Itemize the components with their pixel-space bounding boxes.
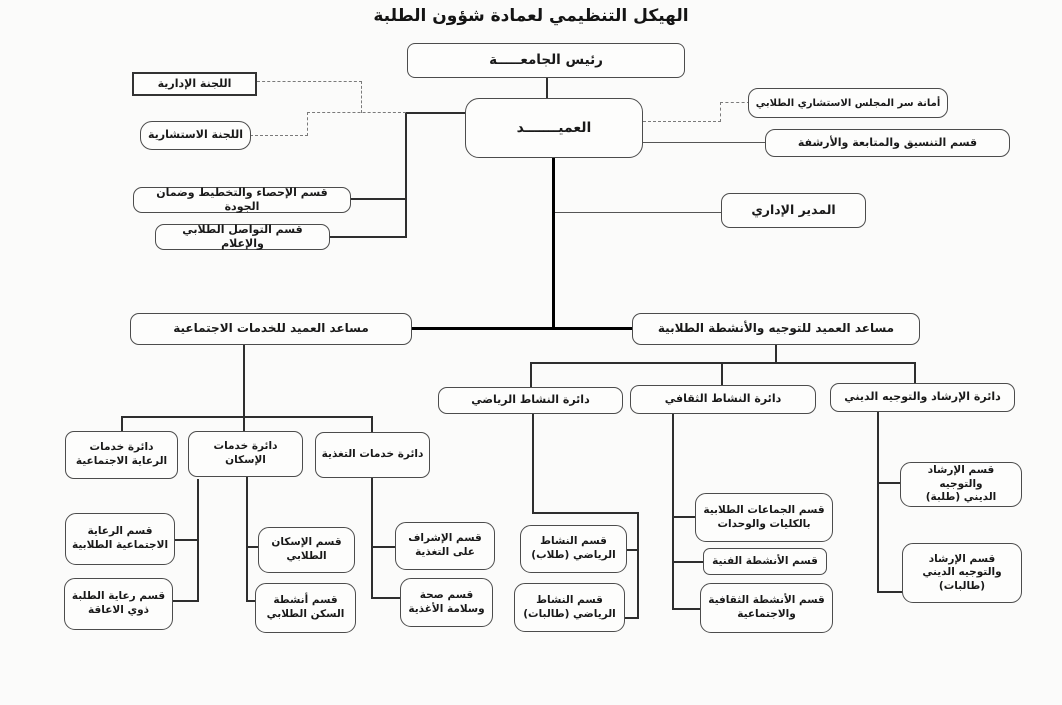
connector-sports-dept-stub bbox=[530, 362, 532, 387]
connector-secretariat-dashed-v bbox=[720, 102, 721, 122]
connector-coordination bbox=[643, 142, 766, 143]
connector-housing-section-stub bbox=[246, 546, 260, 548]
node-cultural-activity-dept: دائرة النشاط الثقافي bbox=[630, 385, 816, 414]
node-sports-male-section: قسم النشاط الرياضي (طلاب) bbox=[520, 525, 627, 573]
node-religious-guidance-male-section: قسم الإرشاد والتوجيه الديني (طلبة) bbox=[900, 462, 1022, 507]
connector-sports-female-stub bbox=[625, 617, 639, 619]
connector-nutrition-group-rail bbox=[371, 478, 373, 599]
node-sports-female-section: قسم النشاط الرياضي (طالبات) bbox=[514, 583, 625, 632]
connector-religious-rail bbox=[877, 411, 879, 593]
connector-assistants-bar bbox=[412, 327, 632, 330]
connector-president-dean bbox=[546, 78, 548, 99]
connector-cultural-rail bbox=[672, 414, 674, 610]
connector-admin-director bbox=[554, 212, 722, 213]
node-sports-activity-dept: دائرة النشاط الرياضي bbox=[438, 387, 623, 414]
diagram-title: الهيكل التنظيمي لعمادة شؤون الطلبة bbox=[373, 6, 689, 26]
node-assistant-dean-social-services: مساعد العميد للخدمات الاجتماعية bbox=[130, 313, 412, 345]
node-dean: العميـــــــد bbox=[465, 98, 643, 158]
connector-sports-down bbox=[532, 413, 534, 514]
connector-left-assistant-down bbox=[243, 345, 245, 418]
node-religious-guidance-female-section: قسم الإرشاد والتوجيه الديني (طالبات) bbox=[902, 543, 1022, 603]
connector-advisory-committee-dashed bbox=[250, 135, 308, 136]
node-housing-activities-section: قسم أنشطة السكن الطلابي bbox=[255, 583, 356, 633]
connector-admin-committee-dashed bbox=[257, 81, 362, 82]
node-housing-services-dept: دائرة خدمات الإسكان bbox=[188, 431, 303, 477]
node-arts-activities-section: قسم الأنشطة الفنية bbox=[703, 548, 827, 575]
connector-religious-female-stub bbox=[877, 591, 903, 593]
node-admin-committee: اللجنة الإدارية bbox=[132, 72, 257, 96]
node-student-housing-section: قسم الإسكان الطلابي bbox=[258, 527, 355, 573]
node-student-groups-section: قسم الجماعات الطلابية بالكليات والوحدات bbox=[695, 493, 833, 542]
node-student-social-welfare-section: قسم الرعاية الاجتماعية الطلابية bbox=[65, 513, 175, 565]
connector-secretariat-dashed bbox=[643, 121, 721, 122]
connector-religious-dept-stub bbox=[914, 362, 916, 383]
connector-dean-left-stub bbox=[405, 112, 466, 114]
node-advisory-committee: اللجنة الاستشارية bbox=[140, 121, 251, 150]
connector-welfare-section-stub bbox=[175, 539, 199, 541]
connector-advisory-committee-dashed-v bbox=[307, 112, 308, 136]
connector-cultural-social-stub bbox=[672, 608, 701, 610]
node-statistics-planning-quality: قسم الإحصاء والتخطيط وضمان الجودة bbox=[133, 186, 351, 213]
connector-nutrition-supervision-stub bbox=[371, 546, 397, 548]
connector-disabled-section-stub bbox=[173, 600, 199, 602]
connector-left-branch-bar bbox=[121, 416, 373, 418]
connector-nutrition-dept-stub bbox=[371, 416, 373, 433]
node-food-health-safety-section: قسم صحة وسلامة الأغذية bbox=[400, 578, 493, 627]
connector-sports-male-stub bbox=[627, 549, 639, 551]
node-assistant-dean-guidance-activities: مساعد العميد للتوجيه والأنشطة الطلابية bbox=[632, 313, 920, 345]
node-student-communication-media: قسم التواصل الطلابي والإعلام bbox=[155, 223, 330, 250]
connector-sports-rail bbox=[637, 512, 639, 619]
connector-student-groups-stub bbox=[672, 516, 696, 518]
connector-left-trunk bbox=[405, 112, 407, 238]
connector-secretariat-dashed-2 bbox=[720, 102, 750, 103]
connector-housing-group-rail bbox=[246, 477, 248, 602]
node-university-president: رئيس الجامعـــــة bbox=[407, 43, 685, 78]
connector-religious-male-stub bbox=[877, 482, 901, 484]
node-social-welfare-services-dept: دائرة خدمات الرعاية الاجتماعية bbox=[65, 431, 178, 479]
connector-welfare-dept-stub bbox=[121, 416, 123, 432]
node-religious-guidance-dept: دائرة الإرشاد والتوجيه الديني bbox=[830, 383, 1015, 412]
connector-communication-stub bbox=[330, 236, 407, 238]
node-coordination-followup-archiving: قسم التنسيق والمتابعة والأرشفة bbox=[765, 129, 1010, 157]
node-nutrition-services-dept: دائرة خدمات التغذية bbox=[315, 432, 430, 478]
connector-sports-elbow bbox=[532, 512, 639, 514]
connector-statistics-stub bbox=[351, 198, 407, 200]
node-administrative-director: المدير الإداري bbox=[721, 193, 866, 228]
connector-arts-stub bbox=[672, 561, 704, 563]
connector-housing-dept-stub bbox=[243, 416, 245, 432]
connector-main-trunk bbox=[552, 158, 555, 330]
connector-right-assistant-down bbox=[775, 344, 777, 364]
connector-cultural-dept-stub bbox=[721, 362, 723, 385]
connector-committees-dashed-run bbox=[307, 112, 406, 113]
connector-food-health-stub bbox=[371, 597, 402, 599]
node-nutrition-supervision-section: قسم الإشراف على التغذية bbox=[395, 522, 495, 570]
node-student-council-secretariat: أمانة سر المجلس الاستشاري الطلابي bbox=[748, 88, 948, 118]
connector-housing-activities-stub bbox=[246, 600, 257, 602]
node-cultural-social-activities-section: قسم الأنشطة الثقافية والاجتماعية bbox=[700, 583, 833, 633]
connector-admin-committee-dashed-v bbox=[361, 81, 362, 113]
connector-right-branch-bar bbox=[530, 362, 916, 364]
node-disabled-students-care-section: قسم رعاية الطلبة ذوي الاعاقة bbox=[64, 578, 173, 630]
